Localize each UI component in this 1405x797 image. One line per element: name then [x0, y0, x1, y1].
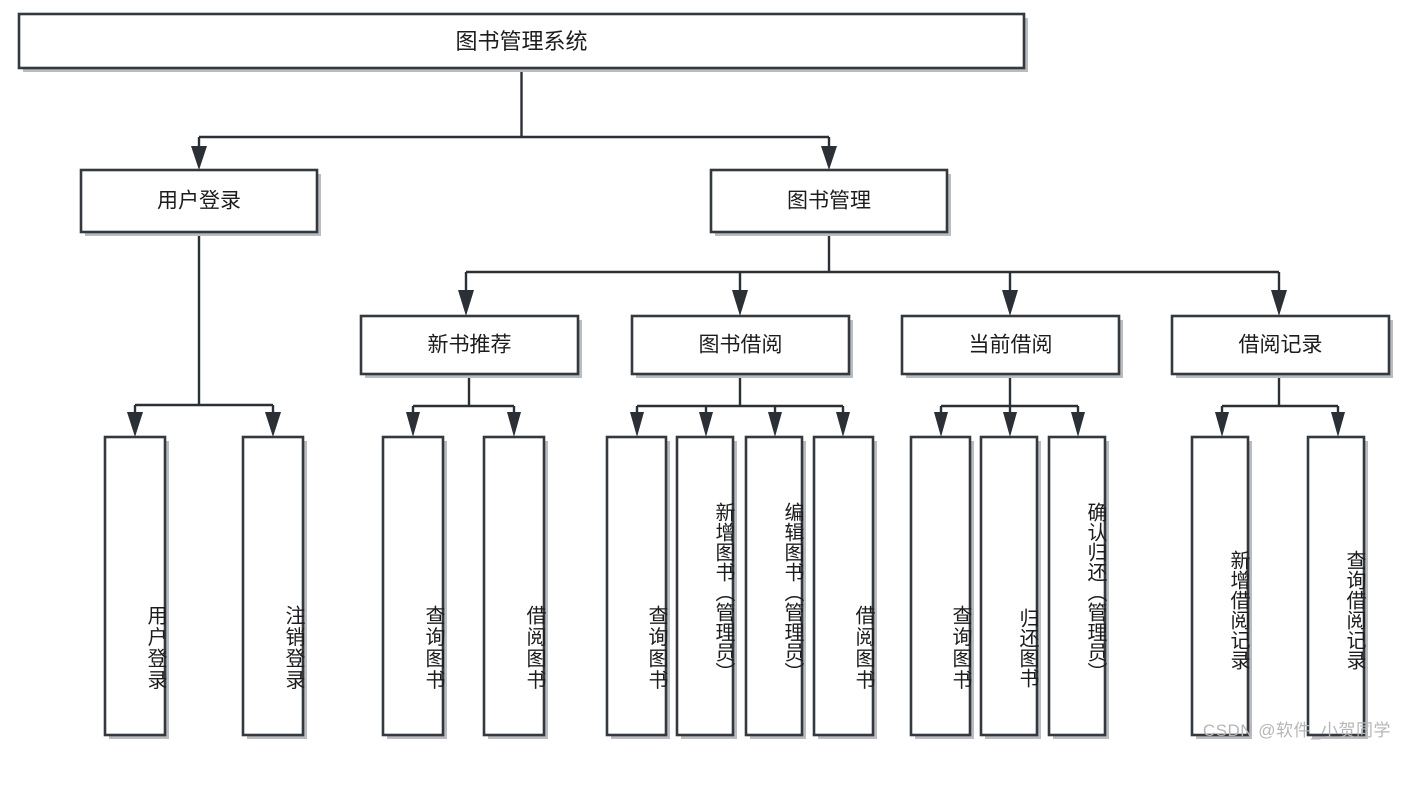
node-login-label: 用户登录: [157, 190, 241, 213]
arrow-bookmgmt-to-borrow: [732, 290, 748, 316]
diagram-svg: 图书管理系统 用户登录 图书管理 新书推荐 图书借阅 当前借阅: [17, 12, 1393, 739]
leaf-3-box[interactable]: [381, 435, 445, 737]
node-records-label: 借阅记录: [1239, 334, 1323, 357]
arrow-bookmgmt-to-newbook: [458, 290, 474, 316]
leaf-11-box[interactable]: [1047, 435, 1107, 737]
node-borrow-box[interactable]: [630, 314, 851, 376]
node-records-box[interactable]: [1170, 314, 1391, 376]
connector-group-borrow: [630, 374, 850, 437]
node-current-label: 当前借阅: [969, 334, 1053, 357]
leaf-10-box[interactable]: [979, 435, 1039, 737]
arrow-root-to-bookmgmt: [821, 146, 837, 170]
node-bookmgmt[interactable]: 图书管理: [709, 168, 951, 236]
leaf-1-box[interactable]: [103, 435, 167, 737]
connector-group-records: [1215, 374, 1345, 437]
arrow-root-to-login: [191, 146, 207, 170]
node-login-box[interactable]: [79, 168, 319, 234]
node-records[interactable]: 借阅记录: [1170, 314, 1393, 378]
connector-group-current: [934, 374, 1085, 437]
leaf-box-group: [103, 435, 1368, 739]
arrow-bookmgmt-to-current: [1002, 290, 1018, 316]
connector-group-bookmgmt: [458, 232, 1287, 316]
arrow-records-to-leaf12: [1215, 412, 1229, 437]
arrow-records-to-leaf13: [1331, 412, 1345, 437]
node-root-box[interactable]: [17, 12, 1026, 70]
arrow-borrow-to-leaf7: [768, 412, 782, 437]
node-current[interactable]: 当前借阅: [900, 314, 1123, 378]
arrow-bookmgmt-to-records: [1271, 290, 1287, 316]
node-bookmgmt-label: 图书管理: [787, 190, 871, 213]
node-root[interactable]: 图书管理系统: [17, 12, 1028, 72]
leaf-7-box[interactable]: [744, 435, 804, 737]
node-login[interactable]: 用户登录: [79, 168, 321, 236]
arrow-login-to-leaf2: [265, 412, 281, 437]
arrow-newbook-to-leaf4: [507, 412, 521, 437]
leaf-6-box[interactable]: [675, 435, 735, 737]
arrow-current-to-leaf11: [1071, 412, 1085, 437]
diagram-canvas: 图书管理系统 用户登录 图书管理 新书推荐 图书借阅 当前借阅: [17, 12, 1393, 740]
leaf-2-box[interactable]: [241, 435, 305, 737]
arrow-borrow-to-leaf6: [699, 412, 713, 437]
arrow-login-to-leaf1: [127, 412, 143, 437]
leaf-4-box[interactable]: [482, 435, 546, 737]
node-newbook[interactable]: 新书推荐: [359, 314, 582, 378]
arrow-current-to-leaf9: [934, 412, 948, 437]
node-borrow[interactable]: 图书借阅: [630, 314, 853, 378]
node-bookmgmt-box[interactable]: [709, 168, 949, 234]
node-current-box[interactable]: [900, 314, 1121, 376]
arrow-borrow-to-leaf5: [630, 412, 644, 437]
connector-group-newbook: [406, 374, 521, 437]
arrow-current-to-leaf10: [1003, 412, 1017, 437]
node-borrow-label: 图书借阅: [699, 334, 783, 357]
csdn-watermark: CSDN @软件_小贺同学: [1202, 721, 1391, 740]
node-newbook-label: 新书推荐: [428, 334, 512, 357]
connector-group-login: [127, 232, 281, 437]
leaf-13-box[interactable]: [1306, 435, 1366, 737]
node-newbook-box[interactable]: [359, 314, 580, 376]
leaf-8-box[interactable]: [812, 435, 875, 737]
arrow-newbook-to-leaf3: [406, 412, 420, 437]
node-root-label: 图书管理系统: [455, 29, 587, 54]
leaf-5-box[interactable]: [605, 435, 668, 737]
arrow-borrow-to-leaf8: [836, 412, 850, 437]
leaf-9-box[interactable]: [909, 435, 972, 737]
connector-group-root: [191, 68, 837, 170]
leaf-12-box[interactable]: [1190, 435, 1250, 737]
